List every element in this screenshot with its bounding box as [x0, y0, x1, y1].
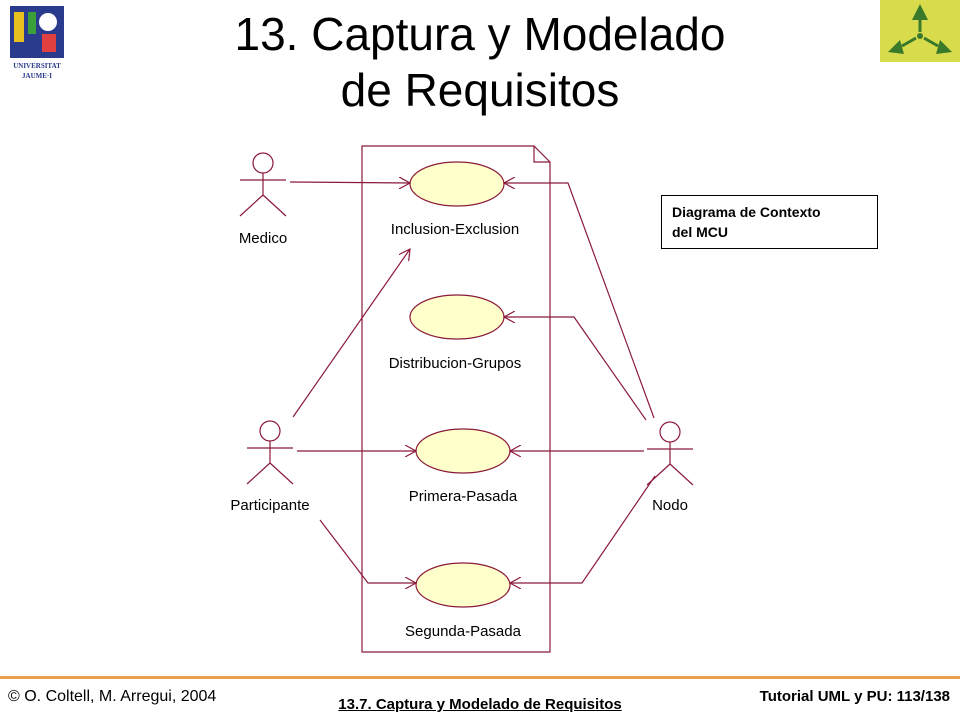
logo-text-2: JAUME·I	[22, 72, 52, 80]
footer-section-title: 13.7. Captura y Modelado de Requisitos	[338, 696, 622, 713]
usecase-distribucion-grupos	[409, 294, 505, 340]
slide-title: 13. Captura y Modelado de Requisitos	[150, 6, 810, 118]
usecase-segunda-pasada	[415, 562, 511, 608]
usecase-primera-pasada	[415, 428, 511, 474]
assoc-nodo-distribucion	[504, 317, 647, 421]
assoc-participante-segunda	[319, 519, 416, 583]
footer-copyright: © O. Coltell, M. Arregui, 2004	[8, 688, 217, 705]
assoc-nodo-segunda	[510, 475, 656, 583]
actor-nodo	[646, 421, 694, 486]
actor-label-nodo: Nodo	[652, 497, 688, 514]
note-line-2: del MCU	[672, 224, 728, 240]
actor-label-medico: Medico	[239, 230, 287, 247]
actor-label-participante: Participante	[230, 497, 309, 514]
usecase-label-segunda-pasada: Segunda-Pasada	[405, 623, 522, 640]
actor-medico	[239, 152, 287, 217]
usecase-label-primera-pasada: Primera-Pasada	[409, 488, 518, 505]
usecase-inclusion-exclusion	[409, 161, 505, 207]
boundary-fold	[533, 146, 550, 163]
context-note: Diagrama de Contexto del MCU	[661, 195, 878, 249]
emblem-logo	[880, 0, 960, 62]
university-logo: UNIVERSITAT JAUME·I	[10, 6, 64, 80]
assoc-participante-inclusion	[292, 249, 410, 418]
title-line-2: de Requisitos	[340, 64, 620, 116]
footer-divider	[0, 676, 960, 679]
assoc-medico-inclusion	[289, 182, 410, 183]
logo-text-1: UNIVERSITAT	[13, 62, 61, 70]
system-boundary	[361, 145, 551, 653]
assoc-nodo-inclusion	[504, 183, 655, 419]
note-line-1: Diagrama de Contexto	[672, 204, 821, 220]
actor-participante	[246, 420, 294, 485]
usecase-label-distribucion-grupos: Distribucion-Grupos	[389, 355, 522, 372]
usecase-label-inclusion-exclusion: Inclusion-Exclusion	[391, 221, 519, 238]
footer-page-number: Tutorial UML y PU: 113/138	[759, 688, 950, 705]
title-line-1: 13. Captura y Modelado	[234, 8, 726, 60]
